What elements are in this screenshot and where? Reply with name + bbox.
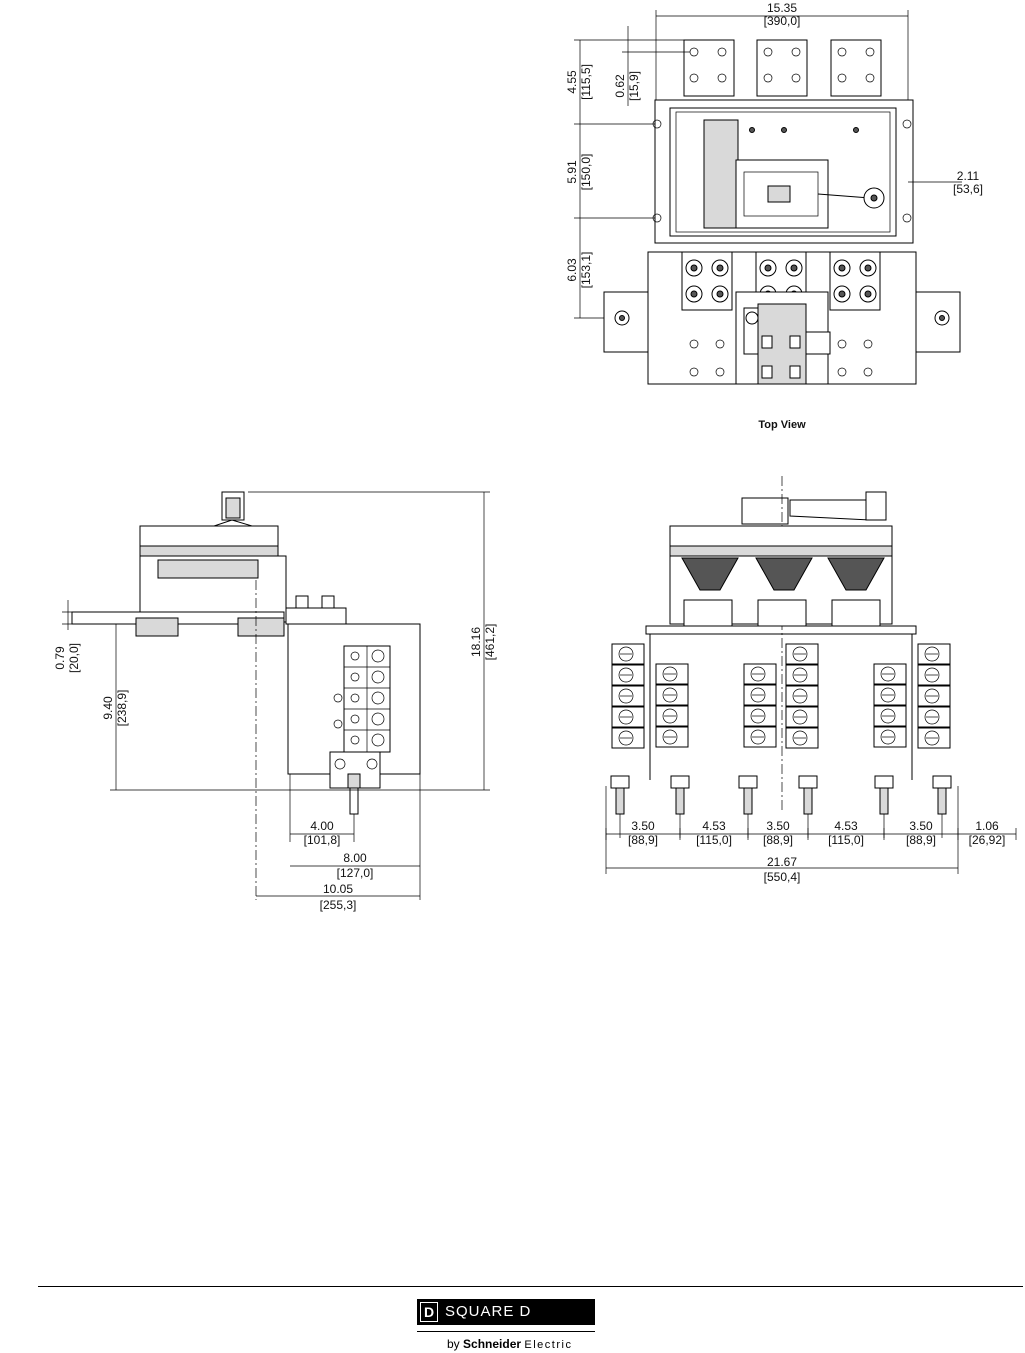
dim-1816-mm: [461,2] xyxy=(483,624,497,661)
dim-211-mm: [53,6] xyxy=(953,182,983,196)
spacing-value: 4.53 xyxy=(702,819,726,833)
terminal-stud xyxy=(932,775,952,838)
spacing-value: 3.50 xyxy=(909,819,933,833)
lug-stack xyxy=(873,663,907,748)
logo-tagline: by Schneider Electric xyxy=(447,1337,572,1351)
dim-top-width: 15.35 xyxy=(767,1,797,15)
dim-1816: 18.16 xyxy=(469,627,483,657)
logo-divider xyxy=(417,1331,595,1332)
dim-800: 8.00 xyxy=(343,851,367,865)
logo-parent-suffix: Electric xyxy=(524,1339,573,1351)
dimension-drawing: 15.35 [390,0] xyxy=(53,1,1017,912)
logo-brand-name: SQUARE D xyxy=(445,1303,532,1320)
dim-603-mm: [153,1] xyxy=(579,252,593,289)
dim-400-mm: [101,8] xyxy=(304,833,341,847)
logo-box: D SQUARE D xyxy=(417,1299,595,1325)
terminal-studs xyxy=(610,775,952,838)
logo-by: by xyxy=(447,1337,460,1351)
spacing-mm: [88,9] xyxy=(906,833,936,847)
lug-stacks xyxy=(611,643,951,749)
dim-591-mm: [150,0] xyxy=(579,154,593,191)
spacing-mm: [115,0] xyxy=(828,833,864,847)
footer-rule xyxy=(38,1286,1023,1287)
lug-stack xyxy=(743,663,777,748)
lug-stack xyxy=(611,643,645,749)
dim-591: 5.91 xyxy=(565,160,579,184)
dim-400: 4.00 xyxy=(310,819,334,833)
dim-800-mm: [127,0] xyxy=(337,866,374,880)
top-view-title: Top View xyxy=(758,419,806,431)
terminal-stud xyxy=(798,775,818,838)
dim-079-mm: [20,0] xyxy=(67,643,81,673)
dim-front-overall: 21.67 xyxy=(767,855,797,869)
dim-940-mm: [238,9] xyxy=(115,690,129,727)
top-view: 15.35 [390,0] xyxy=(565,1,983,431)
spacing-value: 3.50 xyxy=(766,819,790,833)
dim-1005: 10.05 xyxy=(323,882,353,896)
spacing-value: 4.53 xyxy=(834,819,858,833)
dim-062: 0.62 xyxy=(613,74,627,98)
dim-455-mm: [115,5] xyxy=(579,64,593,100)
spacing-value: 1.06 xyxy=(975,819,999,833)
dim-603: 6.03 xyxy=(565,258,579,282)
lug-stack xyxy=(655,663,689,748)
front-view: 3.50[88,9]4.53[115,0]3.50[88,9]4.53[115,… xyxy=(605,476,1017,884)
dim-079: 0.79 xyxy=(53,646,67,670)
spacing-mm: [115,0] xyxy=(696,833,732,847)
spacing-mm: [88,9] xyxy=(628,833,658,847)
spacing-value: 3.50 xyxy=(631,819,655,833)
spacing-mm: [88,9] xyxy=(763,833,793,847)
dim-455: 4.55 xyxy=(565,70,579,94)
square-d-logo: D SQUARE D by Schneider Electric xyxy=(417,1299,599,1353)
logo-parent: Schneider xyxy=(463,1337,522,1351)
dim-940: 9.40 xyxy=(101,696,115,720)
side-view: 0.79 [20,0] 9.40 [238,9] 18.16 [461,2] 4… xyxy=(53,491,497,912)
lug-stack xyxy=(785,643,819,749)
lug-stack xyxy=(917,643,951,749)
logo-d-mark: D xyxy=(420,1302,438,1322)
dim-1005-mm: [255,3] xyxy=(320,898,357,912)
dim-front-overall-mm: [550,4] xyxy=(764,870,801,884)
spacing-mm: [26,92] xyxy=(969,833,1006,847)
dim-211: 2.11 xyxy=(957,169,980,183)
terminal-stud xyxy=(610,775,630,838)
dim-062-mm: [15,9] xyxy=(627,71,641,101)
dim-top-width-mm: [390,0] xyxy=(764,14,801,28)
